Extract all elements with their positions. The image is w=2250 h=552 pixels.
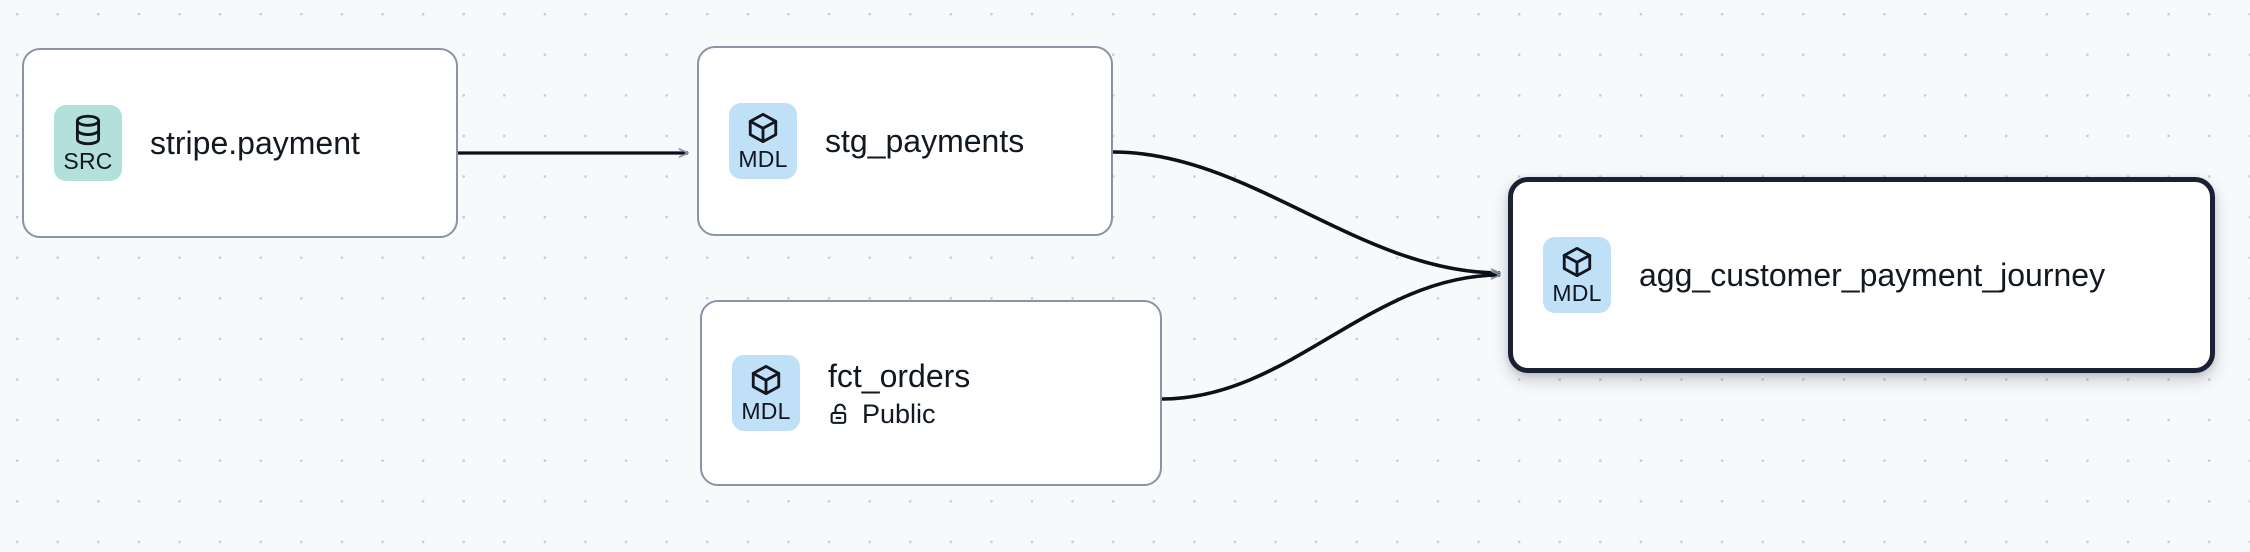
cube-icon	[751, 364, 781, 396]
model-badge: MDL	[1543, 237, 1611, 313]
node-visibility-label: Public	[862, 398, 936, 429]
cube-icon	[1562, 246, 1592, 278]
lineage-node-stg-payments[interactable]: MDL stg_payments	[697, 46, 1113, 236]
node-body: agg_customer_payment_journey	[1639, 257, 2105, 293]
node-title: stripe.payment	[150, 125, 360, 161]
edge-fct-orders-to-agg	[1161, 270, 1501, 401]
node-body: stripe.payment	[150, 125, 360, 161]
model-badge: MDL	[732, 355, 800, 431]
source-badge: SRC	[54, 105, 122, 181]
edge-stg-payments-to-agg	[1112, 150, 1501, 278]
node-title: fct_orders	[828, 357, 971, 394]
node-body: stg_payments	[825, 123, 1024, 159]
model-badge-label: MDL	[738, 146, 788, 172]
node-body: fct_orders Public	[828, 358, 970, 429]
cube-icon	[748, 112, 778, 144]
lineage-node-fct-orders[interactable]: MDL fct_orders Public	[700, 300, 1162, 486]
node-title: stg_payments	[825, 123, 1025, 159]
node-title: agg_customer_payment_journey	[1639, 257, 2106, 293]
model-badge-label: MDL	[1552, 280, 1602, 306]
node-visibility: Public	[828, 399, 970, 429]
lineage-node-stripe-payment[interactable]: SRC stripe.payment	[22, 48, 458, 238]
database-icon	[75, 114, 101, 146]
source-badge-label: SRC	[63, 148, 113, 174]
unlock-icon	[830, 403, 847, 424]
lineage-node-agg-customer-payment-journey[interactable]: MDL agg_customer_payment_journey	[1508, 177, 2215, 373]
model-badge-label: MDL	[741, 398, 791, 424]
model-badge: MDL	[729, 103, 797, 179]
